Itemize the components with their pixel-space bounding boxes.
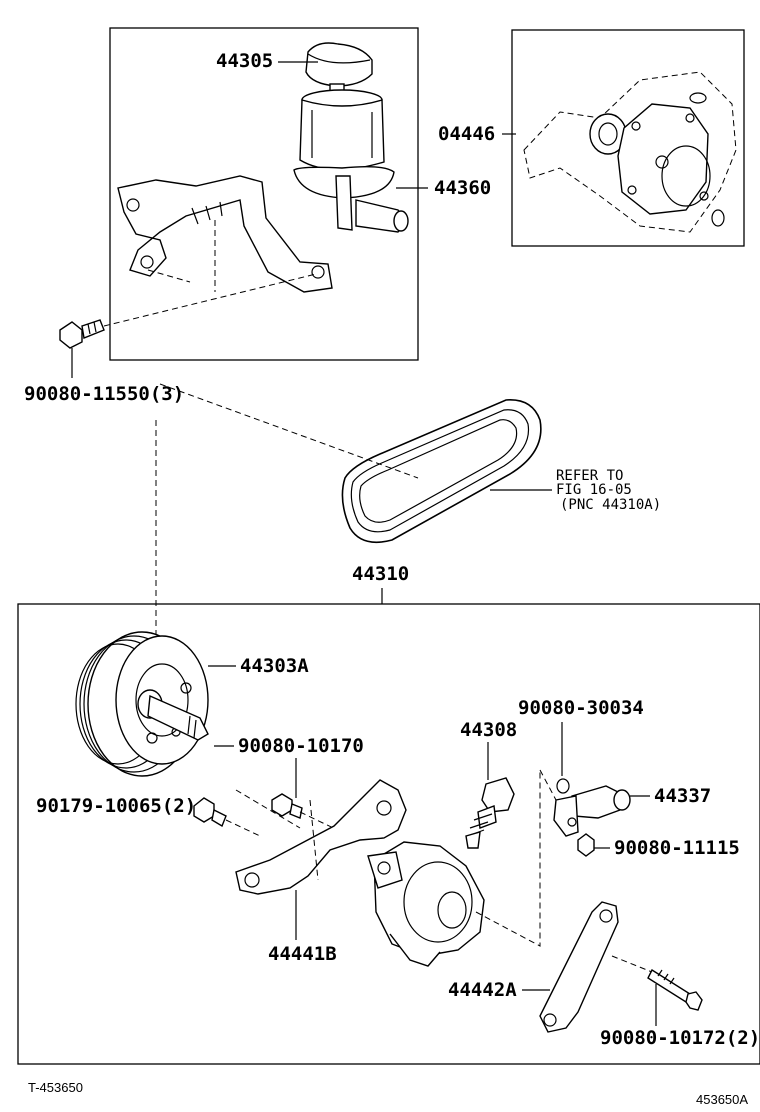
label-44442A: 44442A (448, 979, 517, 1001)
note-refer-to: REFER TO (556, 468, 623, 484)
o-ring-illustration (556, 778, 570, 794)
bolt-10065-illustration (193, 789, 301, 837)
label-90080-10170: 90080-10170 (238, 735, 364, 757)
bolt-10172-illustration (647, 968, 703, 1011)
label-44360: 44360 (434, 177, 491, 199)
union-fitting-44308-illustration (465, 777, 515, 849)
bolt-11115-illustration (577, 833, 595, 857)
label-04446: 04446 (438, 123, 495, 145)
note-fig-ref: FIG 16-05 (556, 482, 632, 498)
label-44441B: 44441B (268, 943, 337, 965)
label-90080-10172: 90080-10172(2) (600, 1027, 760, 1049)
label-90080-11115: 90080-11115 (614, 837, 740, 859)
reservoir-cap-illustration (305, 42, 373, 97)
label-44308: 44308 (460, 719, 517, 741)
gasket-kit-frame (511, 29, 745, 247)
pump-body-illustration (367, 770, 541, 967)
label-44310: 44310 (352, 563, 409, 585)
label-90179-10065: 90179-10065(2) (36, 795, 196, 817)
label-44337: 44337 (654, 785, 711, 807)
union-fitting-44337-illustration (539, 769, 631, 837)
footer-left-code: T-453650 (28, 1080, 83, 1095)
pump-assembly-frame (17, 603, 760, 1065)
bracket-44442A-illustration (539, 901, 653, 1033)
bracket-44441B-illustration (235, 779, 407, 895)
reservoir-bracket-illustration (117, 175, 333, 293)
gasket-kit-group (511, 29, 745, 247)
label-90080-30034: 90080-30034 (518, 697, 644, 719)
drive-belt-illustration (155, 383, 542, 640)
reservoir-tank-illustration (293, 89, 409, 233)
reservoir-group (109, 27, 419, 361)
label-90080-11550: 90080-11550(3) (24, 383, 184, 405)
bolt-10170-illustration (271, 793, 351, 837)
pulley-illustration (75, 631, 209, 777)
label-44303A: 44303A (240, 655, 309, 677)
reservoir-group-frame (109, 27, 419, 361)
footer-right-code: 453650A (696, 1092, 748, 1107)
note-pnc-ref: (PNC 44310A) (560, 497, 661, 513)
bolt-11550-illustration (59, 273, 317, 378)
label-44305: 44305 (216, 50, 273, 72)
